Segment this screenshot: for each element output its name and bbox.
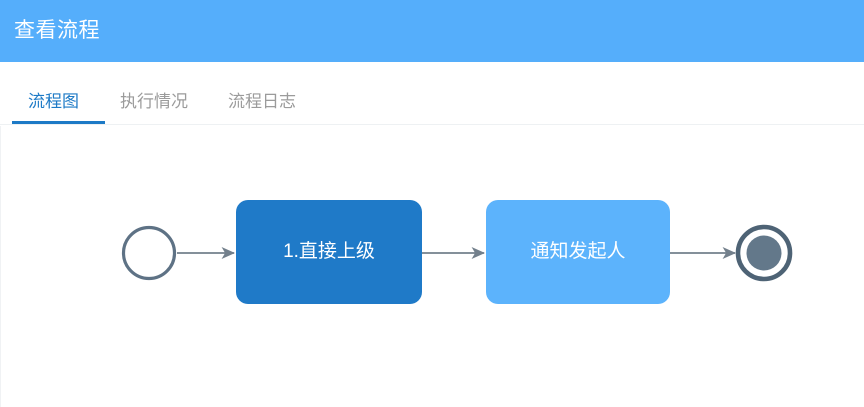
tab-execution-status[interactable]: 执行情况	[120, 92, 188, 111]
start-event-node[interactable]	[121, 225, 177, 281]
active-tab-underline	[12, 121, 105, 124]
task-direct-supervisor-hit-area[interactable]	[236, 200, 422, 304]
end-event-hit-area[interactable]	[737, 226, 792, 281]
task-node-direct-supervisor[interactable]	[236, 200, 422, 304]
end-event-inner-disc[interactable]	[746, 235, 782, 271]
tab-bar: 流程图 执行情况 流程日志	[0, 62, 864, 126]
flow-diagram-svg	[121, 200, 793, 304]
end-event-outer-ring	[735, 224, 793, 282]
flow-canvas[interactable]: 1.直接上级 通知发起人	[1, 126, 864, 407]
page-title: 查看流程	[14, 19, 100, 42]
task-node-notify-initiator[interactable]	[486, 200, 670, 304]
tab-flowchart[interactable]: 流程图	[28, 92, 79, 111]
tab-process-log[interactable]: 流程日志	[228, 92, 296, 111]
app-header: 查看流程	[0, 0, 864, 62]
task-notify-initiator-hit-area[interactable]	[486, 200, 670, 304]
flow-diagram-panel: 1.直接上级 通知发起人	[0, 126, 864, 407]
tab-divider	[0, 124, 864, 125]
start-event-hit-area[interactable]	[122, 226, 176, 280]
